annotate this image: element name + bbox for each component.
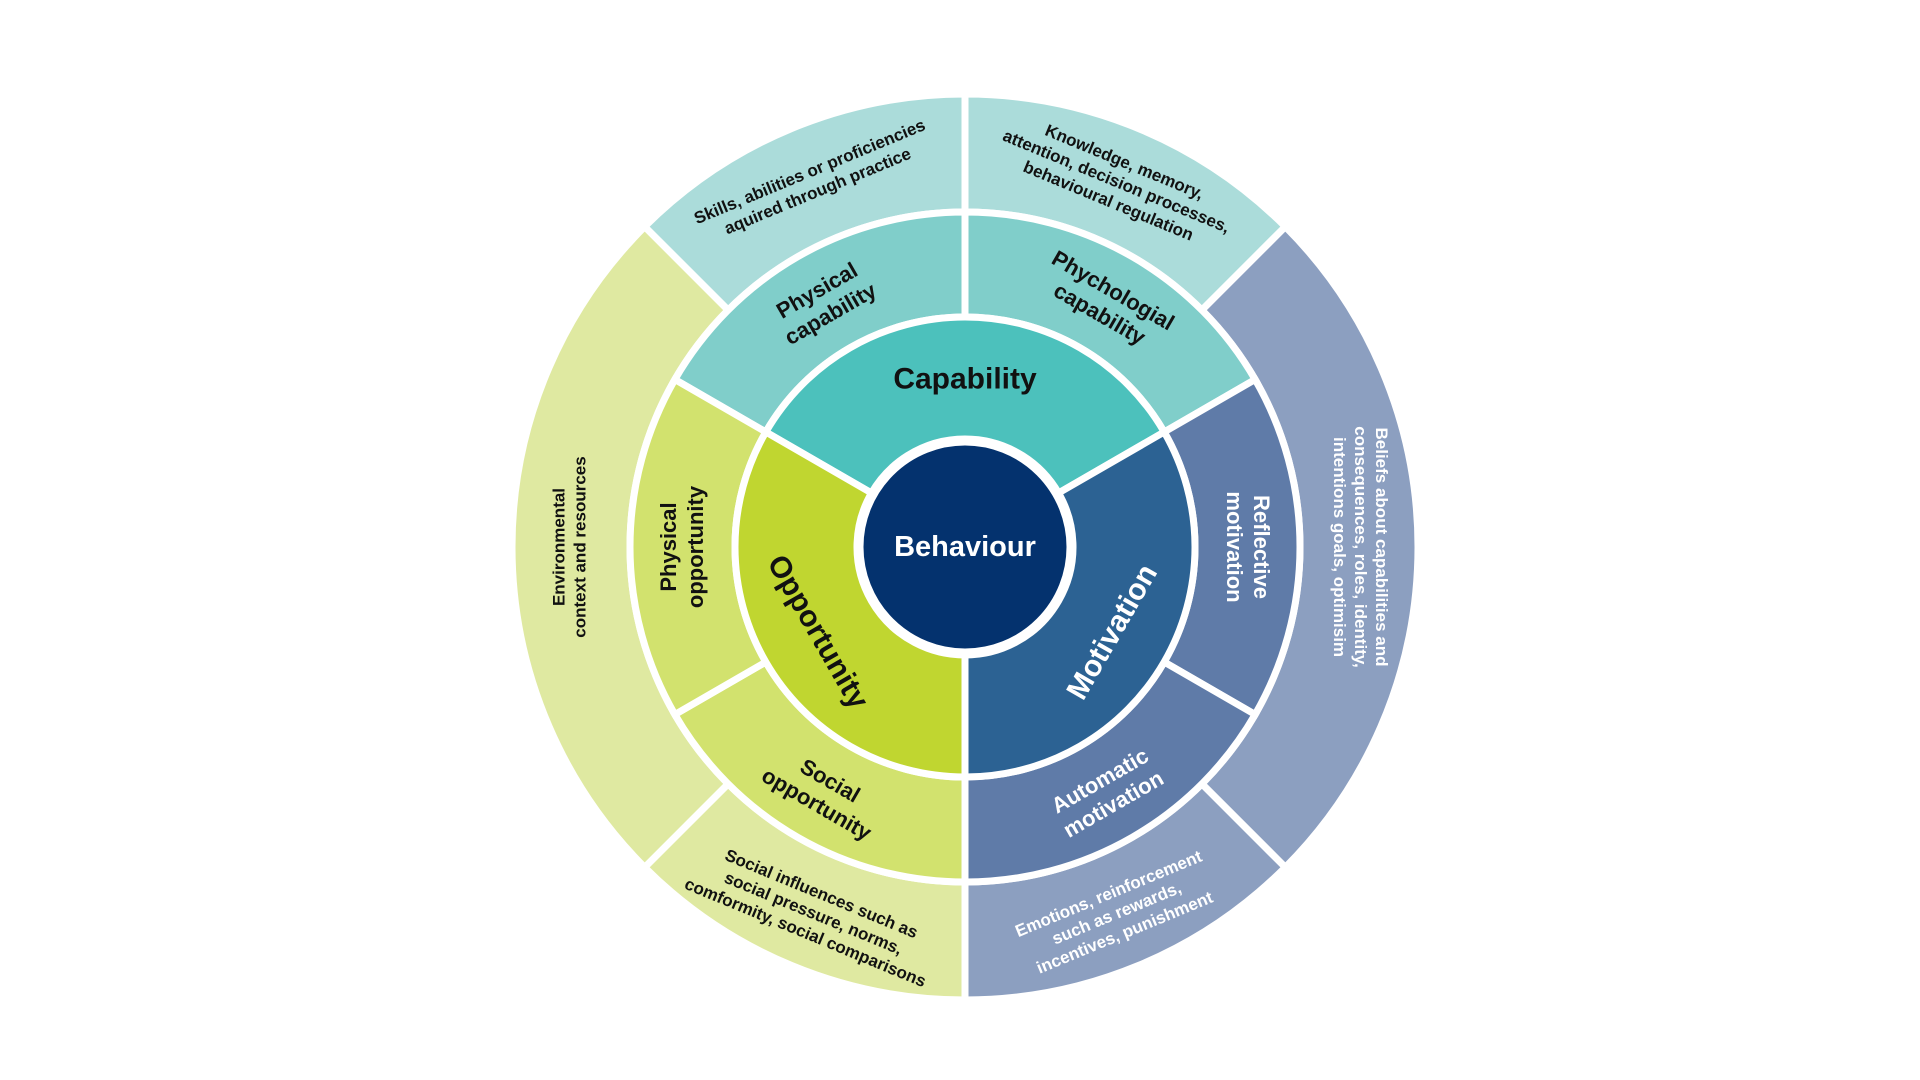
reflective-motivation-label-line: Reflective	[1249, 495, 1274, 599]
physical-opportunity-label: Physicalopportunity	[656, 485, 708, 608]
capability-label: Capability	[893, 363, 1037, 396]
behaviour-hub	[856, 438, 1074, 656]
hub: Behaviour	[856, 438, 1074, 656]
reflective-motivation-detail-line: intentions goals, optimisim	[1330, 437, 1349, 657]
physical-opportunity-label-line: opportunity	[683, 485, 708, 608]
reflective-motivation-label-line: motivation	[1222, 491, 1247, 602]
reflective-motivation-detail: Beliefs about capabilities andconsequenc…	[1330, 426, 1391, 668]
physical-opportunity-detail-line: Environmental	[549, 488, 568, 606]
behaviour-label: Behaviour	[894, 531, 1036, 563]
reflective-motivation-label: Reflectivemotivation	[1222, 491, 1274, 602]
reflective-motivation-detail-line: consequences, roles, identity,	[1351, 426, 1370, 668]
capability-label-line: Capability	[893, 363, 1037, 396]
reflective-motivation-detail-line: Beliefs about capabilities and	[1372, 427, 1391, 666]
physical-opportunity-label-line: Physical	[656, 502, 681, 591]
physical-opportunity-detail-line: context and resources	[570, 456, 589, 637]
